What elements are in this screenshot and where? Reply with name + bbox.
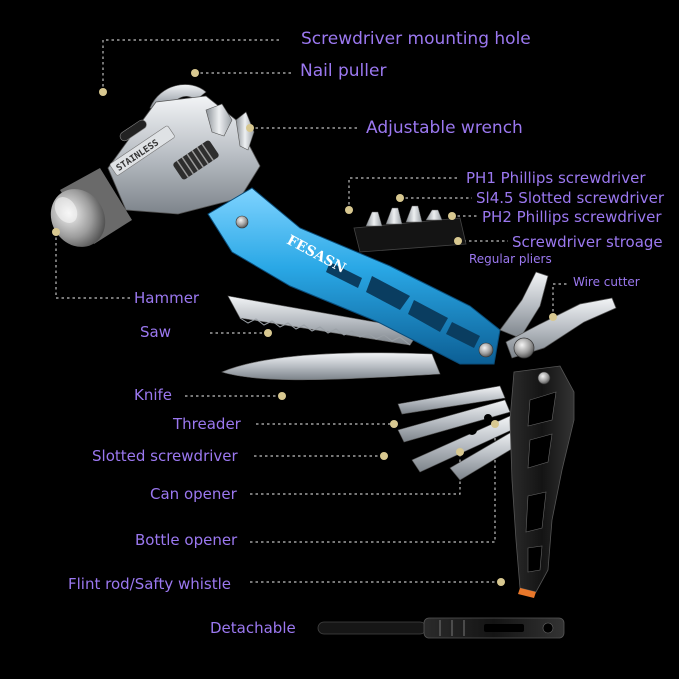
black-handle bbox=[509, 365, 575, 598]
dot-can-opener bbox=[456, 448, 464, 456]
label-detachable: Detachable bbox=[210, 619, 296, 637]
leader-screwdriver-mounting-hole bbox=[102, 39, 282, 92]
marker-dots bbox=[52, 69, 557, 586]
label-slotted-screwdriver: Slotted screwdriver bbox=[92, 447, 238, 465]
label-flint-rod: Flint rod/Safty whistle bbox=[68, 575, 232, 593]
dot-screwdriver-mounting-hole bbox=[99, 88, 107, 96]
dot-storage bbox=[454, 237, 462, 245]
label-ph2-phillips: PH2 Phillips screwdriver bbox=[482, 208, 662, 226]
pliers bbox=[499, 271, 617, 359]
label-can-opener: Can opener bbox=[150, 485, 237, 503]
label-threader: Threader bbox=[173, 415, 241, 433]
small-tools-fan bbox=[397, 385, 521, 481]
label-adjustable-wrench: Adjustable wrench bbox=[366, 118, 523, 138]
dot-threader bbox=[390, 420, 398, 428]
bit-storage bbox=[353, 205, 467, 253]
label-sl45-slotted: Sl4.5 Slotted screwdriver bbox=[476, 189, 664, 207]
label-wire-cutter: Wire cutter bbox=[573, 275, 640, 289]
label-knife: Knife bbox=[134, 386, 173, 404]
label-nail-puller: Nail puller bbox=[300, 61, 387, 81]
label-bottle-opener: Bottle opener bbox=[135, 531, 238, 549]
dot-saw bbox=[264, 329, 272, 337]
leader-ph1 bbox=[348, 177, 460, 210]
dot-wire-cutter bbox=[549, 313, 557, 321]
dot-slotted bbox=[380, 452, 388, 460]
dot-adjustable-wrench bbox=[246, 124, 254, 132]
label-hammer: Hammer bbox=[134, 289, 200, 307]
flint-rod bbox=[317, 617, 565, 639]
dot-knife bbox=[278, 392, 286, 400]
dot-ph1 bbox=[345, 206, 353, 214]
dot-ph2 bbox=[448, 212, 456, 220]
hammer-wrench-head bbox=[50, 84, 261, 247]
dot-flint bbox=[497, 578, 505, 586]
label-screwdriver-mounting-hole: Screwdriver mounting hole bbox=[301, 29, 531, 49]
dot-nail-puller bbox=[191, 69, 199, 77]
dot-sl45 bbox=[396, 194, 404, 202]
dot-bottle-opener bbox=[491, 420, 499, 428]
leader-wire-cutter bbox=[552, 283, 568, 317]
dot-hammer bbox=[52, 228, 60, 236]
knife-blade bbox=[221, 352, 441, 381]
leader-hammer bbox=[55, 232, 130, 299]
label-screwdriver-storage: Screwdriver stroage bbox=[512, 233, 663, 251]
label-regular-pliers: Regular pliers bbox=[469, 252, 552, 266]
blue-handle bbox=[207, 187, 501, 365]
label-ph1-phillips: PH1 Phillips screwdriver bbox=[466, 169, 646, 187]
label-saw: Saw bbox=[140, 323, 171, 341]
